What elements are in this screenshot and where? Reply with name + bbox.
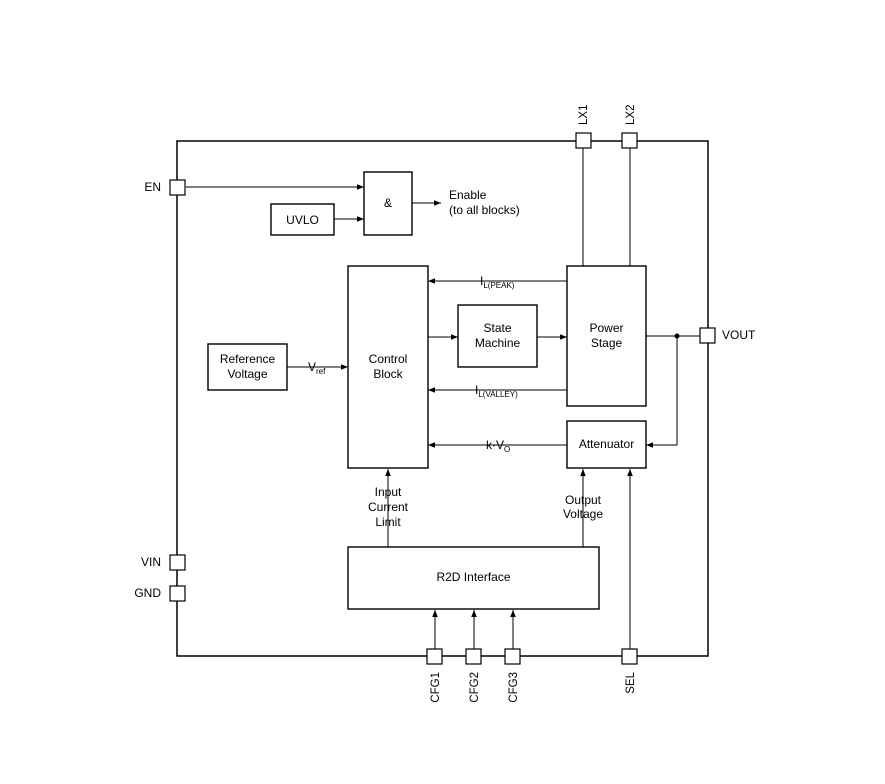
r2d-interface-block: R2D Interface: [347, 546, 600, 610]
state-machine-label-1: State: [483, 321, 511, 335]
pin-cfg3-label: CFG3: [508, 672, 520, 703]
il-peak-sub: L(PEAK): [483, 281, 514, 290]
k-vo-main: k·V: [486, 438, 504, 452]
pin-en-label: EN: [144, 180, 161, 194]
pin-lx1: LX1: [575, 105, 592, 149]
wire-vout-feedback: [646, 336, 678, 448]
il-peak-label: IL(PEAK): [480, 274, 515, 290]
pin-cfg1-label: CFG1: [430, 672, 442, 703]
pin-lx2: LX2: [621, 105, 638, 149]
pin-cfg2: CFG2: [465, 648, 482, 703]
control-block-label-1: Control: [369, 352, 408, 366]
il-peak-main: I: [480, 274, 483, 288]
and-gate-block: &: [363, 171, 413, 236]
pin-gnd-label: GND: [134, 586, 161, 600]
enable-label-2: (to all blocks): [449, 203, 520, 217]
vref-main: V: [308, 360, 316, 374]
r2d-interface-label: R2D Interface: [436, 570, 510, 584]
il-valley-main: I: [475, 383, 478, 397]
power-stage-label-1: Power: [589, 321, 623, 335]
reference-voltage-label-1: Reference: [220, 352, 276, 366]
uvlo-label: UVLO: [286, 213, 319, 227]
input-current-limit-label-3: Limit: [375, 515, 401, 529]
pin-vin: VIN: [141, 554, 186, 571]
state-machine-block: State Machine: [457, 304, 538, 368]
power-stage-block: Power Stage: [566, 265, 647, 407]
reference-voltage-block: Reference Voltage: [207, 343, 288, 391]
pin-sel-label: SEL: [625, 671, 637, 693]
control-block: Control Block: [347, 265, 429, 469]
pin-cfg3: CFG3: [504, 648, 521, 703]
il-valley-sub: L(VALLEY): [478, 390, 518, 399]
pin-sel: SEL: [621, 648, 638, 694]
pin-cfg1: CFG1: [426, 648, 443, 703]
k-vo-sub: O: [504, 445, 510, 454]
control-block-label-2: Block: [373, 367, 403, 381]
pin-vin-label: VIN: [141, 555, 161, 569]
pin-vout: VOUT: [699, 327, 756, 344]
reference-voltage-label-2: Voltage: [227, 367, 267, 381]
il-valley-label: IL(VALLEY): [475, 383, 518, 399]
pin-lx1-label: LX1: [578, 105, 590, 125]
vref-label: Vref: [308, 360, 326, 376]
state-machine-label-2: Machine: [475, 336, 521, 350]
k-vo-label: k·VO: [486, 438, 510, 454]
power-stage-label-2: Stage: [591, 336, 623, 350]
input-current-limit-label-1: Input: [375, 485, 402, 499]
output-voltage-label-2: Voltage: [563, 507, 603, 521]
attenuator-label: Attenuator: [579, 437, 634, 451]
pin-lx2-label: LX2: [625, 105, 637, 125]
and-gate-label: &: [384, 196, 392, 210]
pin-gnd: GND: [134, 585, 186, 602]
enable-label-1: Enable: [449, 188, 487, 202]
pin-en: EN: [144, 179, 186, 196]
attenuator-block: Attenuator: [566, 420, 647, 469]
vref-sub: ref: [316, 367, 326, 376]
connections: [186, 148, 700, 649]
input-current-limit-label-2: Current: [368, 500, 409, 514]
pin-vout-label: VOUT: [722, 328, 756, 342]
pin-cfg2-label: CFG2: [469, 672, 481, 703]
output-voltage-label-1: Output: [565, 493, 602, 507]
uvlo-block: UVLO: [270, 203, 335, 236]
